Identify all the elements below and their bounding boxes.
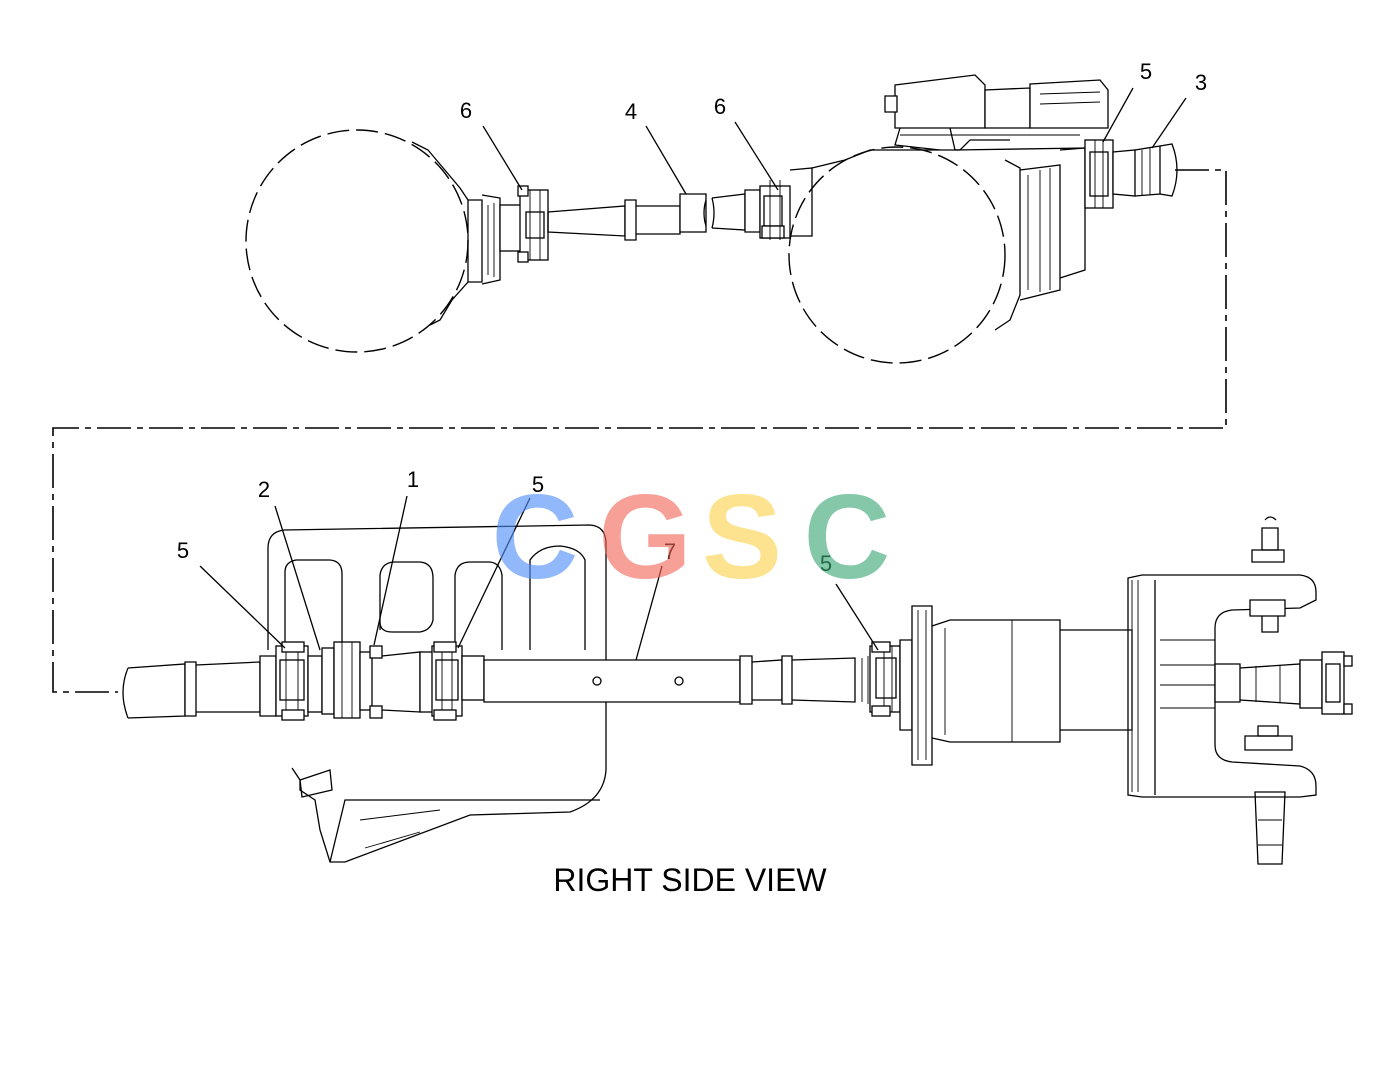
coupling-1 (333, 641, 421, 719)
watermark-letter-2: G (598, 470, 691, 604)
connection-line (52, 169, 1227, 693)
output-shaft-3 (1112, 143, 1178, 197)
callout-bot-5b: 5 (532, 472, 544, 497)
callout-top-3: 3 (1195, 70, 1207, 95)
leader-top-4 (645, 125, 687, 195)
leader-top-3 (1151, 97, 1187, 149)
drive-shaft-4 (547, 189, 761, 241)
leader-top-6b (734, 121, 779, 191)
leader-bot-1 (373, 495, 408, 646)
drive-shaft-7 (483, 655, 869, 705)
top-assembly (245, 74, 1178, 364)
callout-bot-2: 2 (258, 477, 270, 502)
callout-top-4: 4 (625, 99, 637, 124)
leader-top-6a (482, 125, 523, 191)
callouts: 6 4 6 5 3 5 2 1 5 7 5 (177, 59, 1207, 576)
yoke-5-top (1084, 139, 1114, 209)
callout-bot-5c: 5 (820, 551, 832, 576)
yoke-6-right (759, 167, 813, 240)
yoke-6-left (499, 185, 549, 263)
right-wheel-outline (788, 146, 1006, 364)
right-axle-housing (788, 74, 1109, 364)
callout-top-6a: 6 (460, 98, 472, 123)
leader-top-5 (1102, 87, 1134, 143)
bottom-assembly (122, 516, 1353, 865)
leader-lines (199, 87, 1187, 661)
flange-2 (307, 647, 335, 715)
pump-housing (899, 516, 1353, 865)
callout-top-5: 5 (1140, 59, 1152, 84)
incoming-shaft (122, 655, 277, 719)
callout-top-6b: 6 (714, 94, 726, 119)
yoke-5-right (869, 641, 901, 717)
callout-bot-5a: 5 (177, 538, 189, 563)
leader-bot-5c (835, 583, 879, 651)
watermark-letter-3: S (702, 470, 782, 604)
leader-bot-5b (457, 497, 531, 649)
leader-bot-7 (635, 565, 663, 661)
leader-bot-5a (199, 565, 286, 649)
callout-bot-1: 1 (407, 467, 419, 492)
yoke-5-middle (419, 641, 485, 721)
view-caption: RIGHT SIDE VIEW (553, 862, 827, 898)
yoke-5-left (275, 641, 309, 721)
callout-bot-7: 7 (664, 539, 676, 564)
left-wheel-outline (245, 129, 469, 353)
watermark-letter-1: C (492, 470, 579, 604)
frame-bracket (267, 524, 607, 863)
watermark-logo: C G S C (492, 470, 891, 604)
watermark-letter-4: C (804, 470, 891, 604)
left-axle-housing (245, 129, 501, 353)
leader-bot-2 (274, 505, 321, 651)
